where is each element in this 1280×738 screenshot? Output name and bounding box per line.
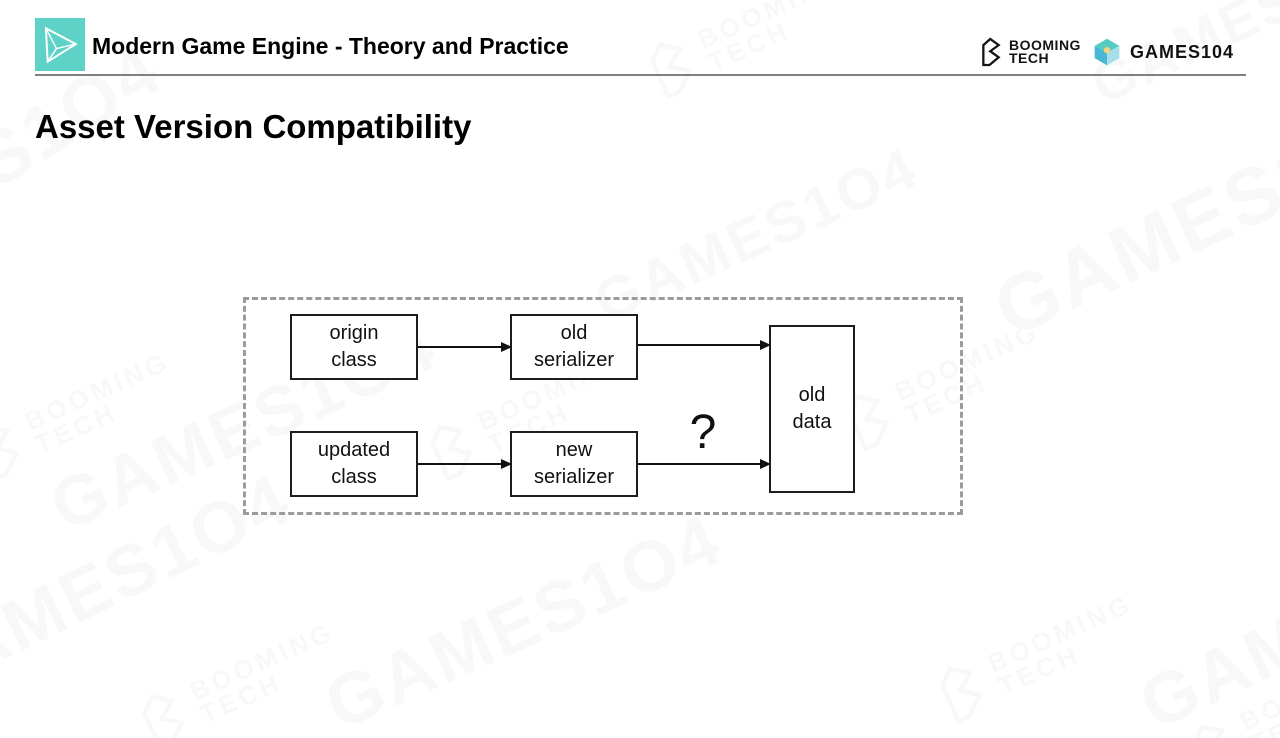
- old-data-label-line1: old: [798, 384, 826, 406]
- arrowhead-icon: [760, 339, 771, 350]
- old-serializer-label-line2: serializer: [533, 349, 615, 371]
- old-data-box: old data: [769, 325, 855, 493]
- origin-class-label-line1: origin: [329, 322, 379, 344]
- booming-logo-icon: [982, 37, 1001, 67]
- booming-tech-logo: BOOMING TECH: [978, 36, 1081, 68]
- arrow-new-serializer-to-old-data: [638, 458, 771, 469]
- booming-tech-logo-text: BOOMING TECH: [1009, 37, 1081, 66]
- old-data-label-line2: data: [792, 411, 832, 433]
- updated-class-box: updated class: [290, 431, 418, 497]
- old-serializer-box: old serializer: [510, 314, 638, 380]
- header-divider: [35, 74, 1246, 76]
- arrow-origin-to-old-serializer: [418, 341, 512, 352]
- page-title: Asset Version Compatibility: [35, 108, 472, 145]
- arrowhead-icon: [760, 458, 771, 469]
- arrowhead-icon: [501, 341, 512, 352]
- origin-class-label-line2: class: [331, 349, 377, 371]
- updated-class-label-line1: updated: [317, 439, 391, 461]
- games104-cube-icon: [1094, 38, 1120, 66]
- header-title: Modern Game Engine - Theory and Practice: [92, 33, 569, 59]
- course-logo: [35, 18, 85, 71]
- new-serializer-label-line1: new: [555, 439, 593, 461]
- arrow-updated-to-new-serializer: [418, 458, 512, 469]
- new-serializer-label-line2: serializer: [533, 466, 615, 488]
- arrow-old-serializer-to-old-data: [638, 339, 771, 350]
- origin-class-box: origin class: [290, 314, 418, 380]
- games104-logo: GAMES104: [1092, 36, 1234, 68]
- new-serializer-box: new serializer: [510, 431, 638, 497]
- old-serializer-label-line1: old: [560, 322, 588, 344]
- diagram-dashed-frame: [243, 297, 963, 515]
- games104-logo-text: GAMES104: [1130, 41, 1235, 62]
- updated-class-label-line2: class: [331, 466, 377, 488]
- play-triangle-icon: [44, 26, 78, 63]
- question-mark: ?: [689, 406, 717, 459]
- arrowhead-icon: [501, 458, 512, 469]
